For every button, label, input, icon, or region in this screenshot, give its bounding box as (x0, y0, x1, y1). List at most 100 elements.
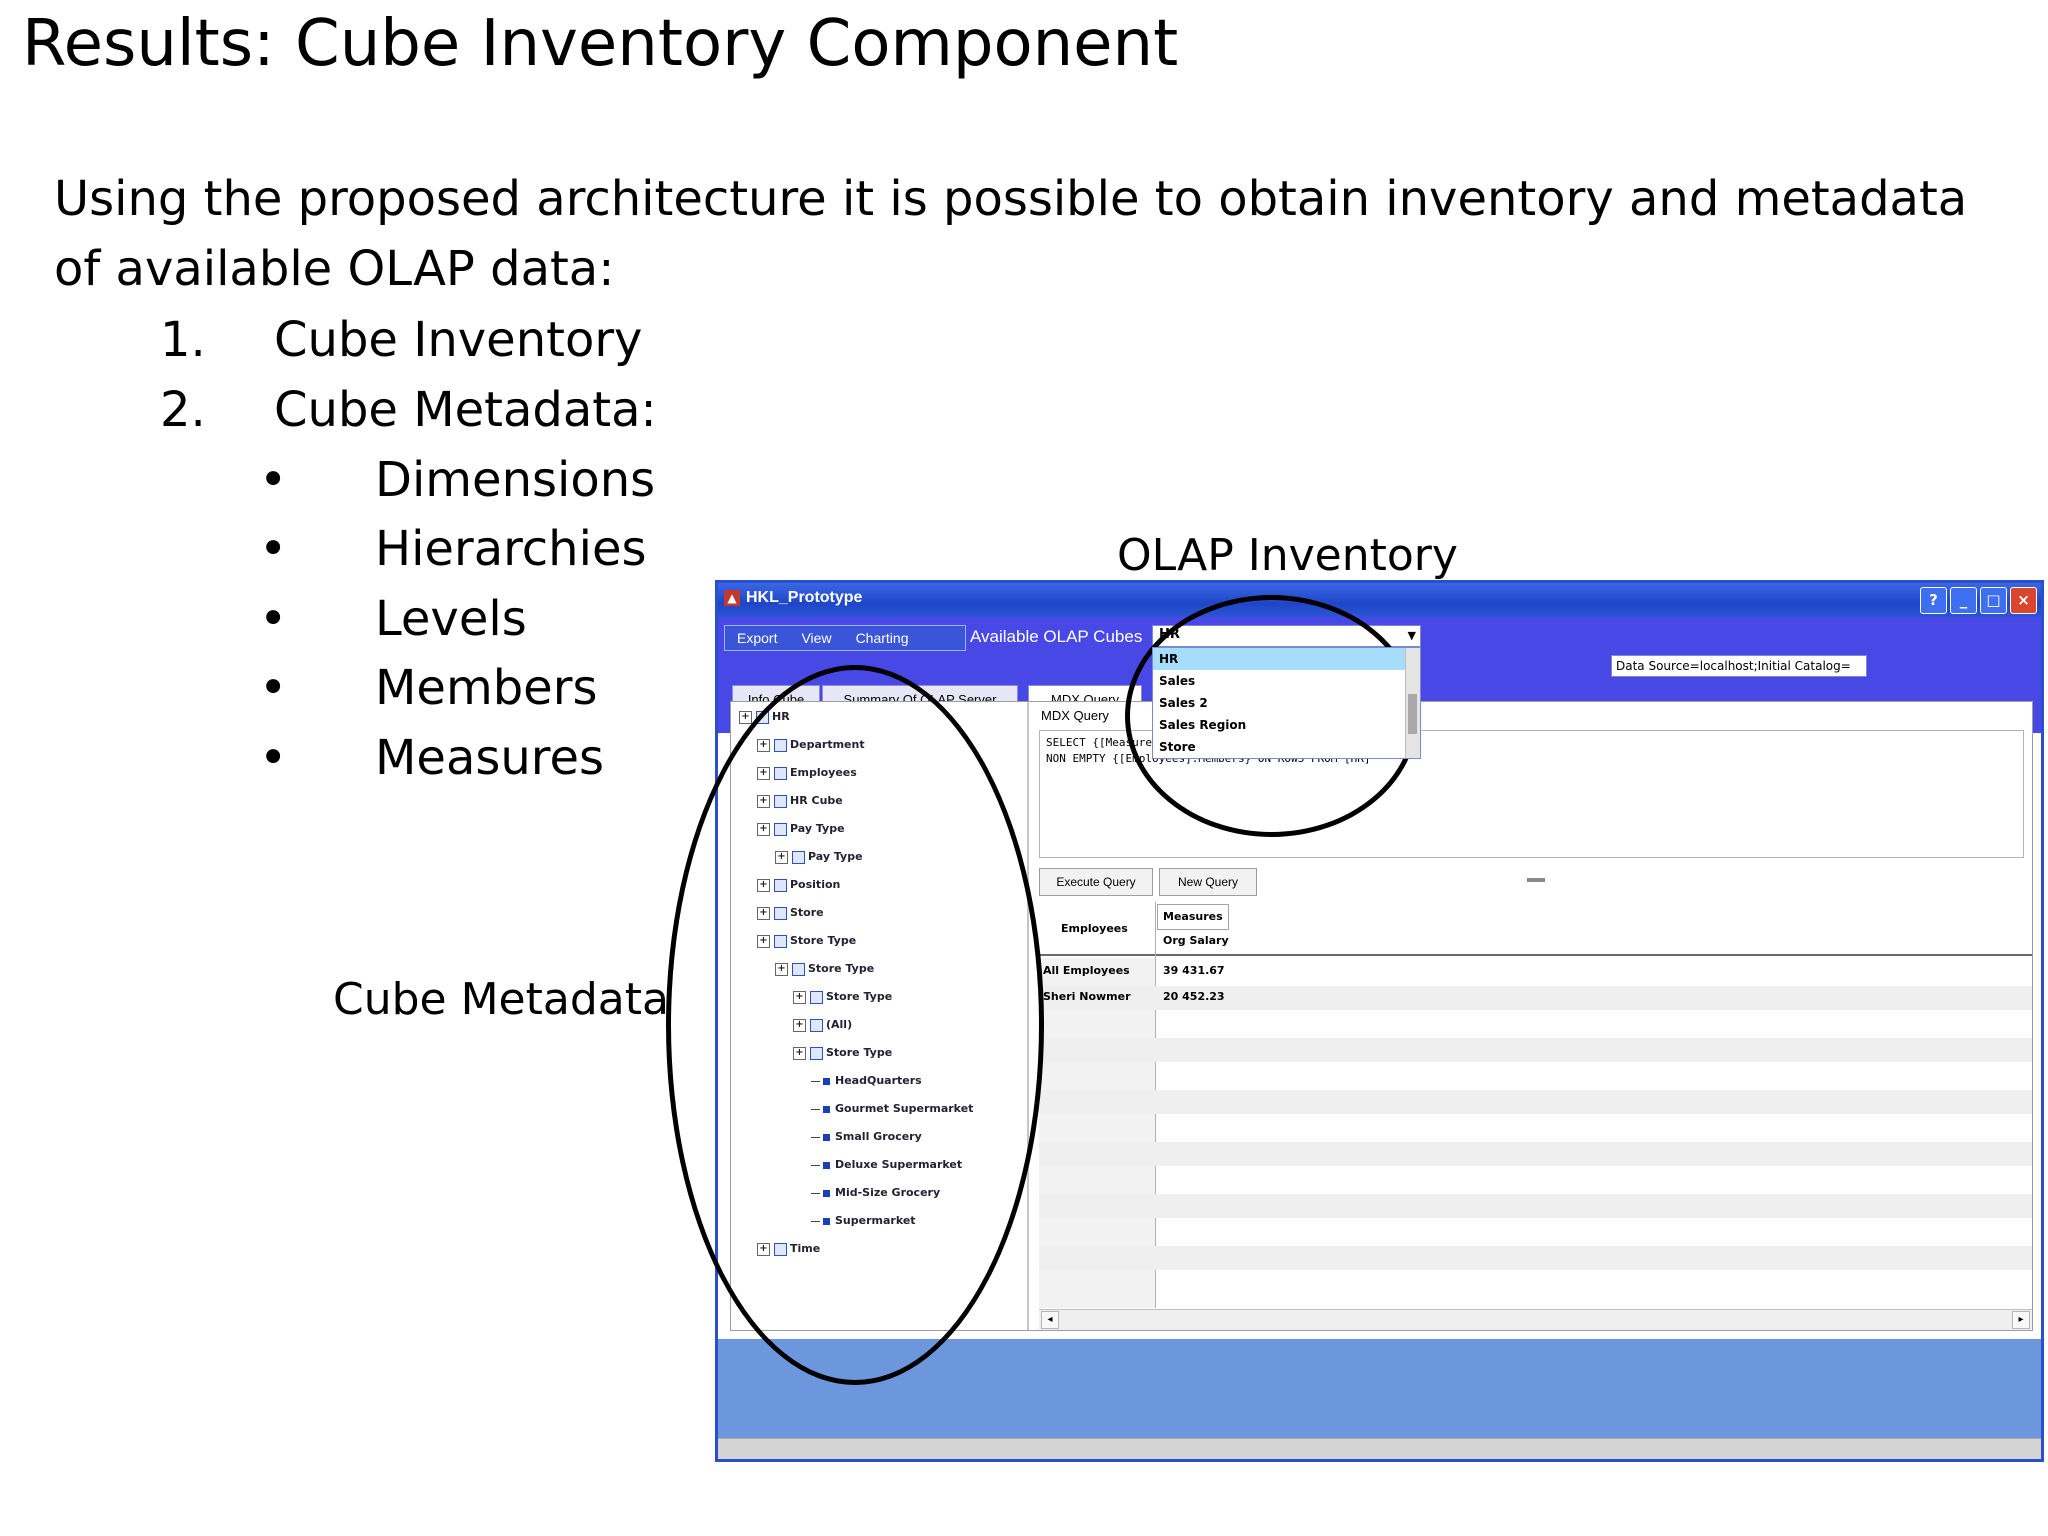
tree-node[interactable]: +Time (757, 1238, 820, 1260)
maximize-button[interactable]: □ (1980, 587, 2007, 614)
table-row[interactable] (1039, 1272, 2032, 1296)
tree-node-label: (All) (826, 1018, 853, 1031)
tree-node-label: Supermarket (835, 1214, 916, 1227)
table-row[interactable] (1039, 1246, 2032, 1270)
tree-branch-line (811, 1164, 820, 1166)
tree-node[interactable]: +Store (757, 902, 824, 924)
table-row[interactable] (1039, 1116, 2032, 1140)
bullet-dot: • (259, 591, 288, 647)
tree-node[interactable]: HeadQuarters (811, 1070, 922, 1092)
tree-node[interactable]: Small Grocery (811, 1126, 922, 1148)
bullet-dot: • (259, 521, 288, 577)
olap-cube-select[interactable]: HR ▼ (1152, 625, 1421, 647)
table-row[interactable] (1039, 1220, 2032, 1244)
olap-option[interactable]: Sales 2 (1159, 696, 1208, 710)
list-text: Cube Inventory (274, 312, 643, 368)
app-titlebar[interactable]: ▲ HKL_Prototype ? _ □ × (718, 583, 2041, 617)
cube-metadata-tree[interactable]: +HR+Department+Employees+HR Cube+Pay Typ… (731, 702, 1029, 1330)
table-row[interactable] (1039, 1064, 2032, 1088)
bullet-dot: • (259, 730, 288, 786)
splitter-handle[interactable] (1527, 878, 1545, 882)
table-row[interactable] (1039, 1090, 2032, 1114)
menu-view[interactable]: View (801, 630, 832, 646)
dropdown-scrollbar[interactable] (1405, 648, 1420, 758)
table-row[interactable] (1039, 1142, 2032, 1166)
expand-toggle-icon[interactable]: + (757, 1242, 770, 1256)
tree-node[interactable]: + Pay Type (757, 818, 845, 840)
tree-node-label: Small Grocery (835, 1130, 922, 1143)
horizontal-scrollbar[interactable]: ◂ ▸ (1039, 1309, 2032, 1330)
expand-toggle-icon[interactable]: + (793, 990, 806, 1004)
tree-node[interactable]: +Department (757, 734, 865, 756)
tree-node[interactable]: +HR (739, 706, 790, 728)
tree-node[interactable]: Deluxe Supermarket (811, 1154, 962, 1176)
org-salary-header: Org Salary (1163, 934, 1229, 947)
olap-option[interactable]: Sales Region (1159, 718, 1247, 732)
tree-node-label: Pay Type (790, 822, 845, 835)
tree-node[interactable]: + Store Type (793, 1042, 892, 1064)
new-query-button[interactable]: New Query (1159, 868, 1257, 896)
status-bar (718, 1438, 2041, 1459)
minimize-button[interactable]: _ (1950, 587, 1977, 614)
help-button[interactable]: ? (1920, 587, 1947, 614)
tree-node[interactable]: + Store Type (757, 930, 856, 952)
table-row[interactable] (1039, 1194, 2032, 1218)
mdx-query-label: MDX Query (1041, 708, 1109, 723)
olap-option[interactable]: HR (1153, 648, 1420, 670)
expand-toggle-icon[interactable]: + (775, 962, 788, 976)
table-row[interactable] (1039, 1168, 2032, 1192)
tree-branch-line (811, 1080, 820, 1082)
result-grid[interactable]: Measures Employees Org Salary All Employ… (1039, 902, 2032, 1330)
tree-node[interactable]: Supermarket (811, 1210, 916, 1232)
value-cell: 39 431.67 (1163, 964, 1225, 977)
list-text: Cube Metadata: (274, 382, 657, 438)
close-button[interactable]: × (2010, 587, 2037, 614)
chevron-down-icon[interactable]: ▼ (1407, 629, 1416, 642)
connection-string-field[interactable]: Data Source=localhost;Initial Catalog= (1611, 655, 1867, 677)
tree-node[interactable]: Mid-Size Grocery (811, 1182, 940, 1204)
tree-node[interactable]: +Store Type (793, 986, 892, 1008)
tree-node[interactable]: +Pay Type (775, 846, 863, 868)
execute-query-button[interactable]: Execute Query (1039, 868, 1153, 896)
scroll-left-icon[interactable]: ◂ (1041, 1311, 1059, 1329)
menu-charting[interactable]: Charting (855, 630, 909, 646)
cube-icon (756, 710, 769, 724)
expand-toggle-icon[interactable]: + (775, 850, 788, 864)
dimension-icon (774, 766, 787, 780)
list-number: 1. (160, 312, 206, 368)
expand-toggle-icon[interactable]: + (757, 766, 770, 780)
expand-toggle-icon[interactable]: + (757, 738, 770, 752)
expand-toggle-icon[interactable]: + (739, 710, 752, 724)
row-header-cell: All Employees (1043, 964, 1130, 977)
scroll-thumb[interactable] (1408, 694, 1417, 734)
scroll-right-icon[interactable]: ▸ (2012, 1311, 2030, 1329)
bullet-dot: • (259, 452, 288, 508)
dimension-icon (774, 934, 787, 948)
tree-node[interactable]: +Store Type (775, 958, 874, 980)
tree-node-label: Store Type (790, 934, 857, 947)
tree-node[interactable]: + HR Cube (757, 790, 843, 812)
expand-toggle-icon[interactable]: + (757, 934, 770, 948)
tree-node-label: Store Type (826, 1046, 893, 1059)
expand-toggle-icon[interactable]: + (757, 878, 770, 892)
expand-toggle-icon[interactable]: + (793, 1018, 806, 1032)
tree-node[interactable]: +Employees (757, 762, 857, 784)
intro-text: Using the proposed architecture it is po… (54, 171, 1968, 297)
tree-node[interactable]: Gourmet Supermarket (811, 1098, 973, 1120)
tree-node-label: HR Cube (790, 794, 843, 807)
bullet-text: Measures (375, 730, 605, 786)
tree-node[interactable]: +Position (757, 874, 840, 896)
expand-toggle-icon[interactable]: + (793, 1046, 806, 1060)
expand-toggle-icon[interactable]: + (757, 822, 770, 836)
olap-option[interactable]: Store (1159, 740, 1196, 754)
tree-node[interactable]: + (All) (793, 1014, 852, 1036)
bullet-text: Hierarchies (375, 521, 647, 577)
expand-toggle-icon[interactable]: + (757, 794, 770, 808)
expand-toggle-icon[interactable]: + (757, 906, 770, 920)
menu-export[interactable]: Export (737, 630, 778, 646)
table-row[interactable] (1039, 1038, 2032, 1062)
table-row[interactable]: All Employees 39 431.67 (1039, 960, 2032, 984)
olap-option[interactable]: Sales (1159, 674, 1196, 688)
table-row[interactable] (1039, 1012, 2032, 1036)
